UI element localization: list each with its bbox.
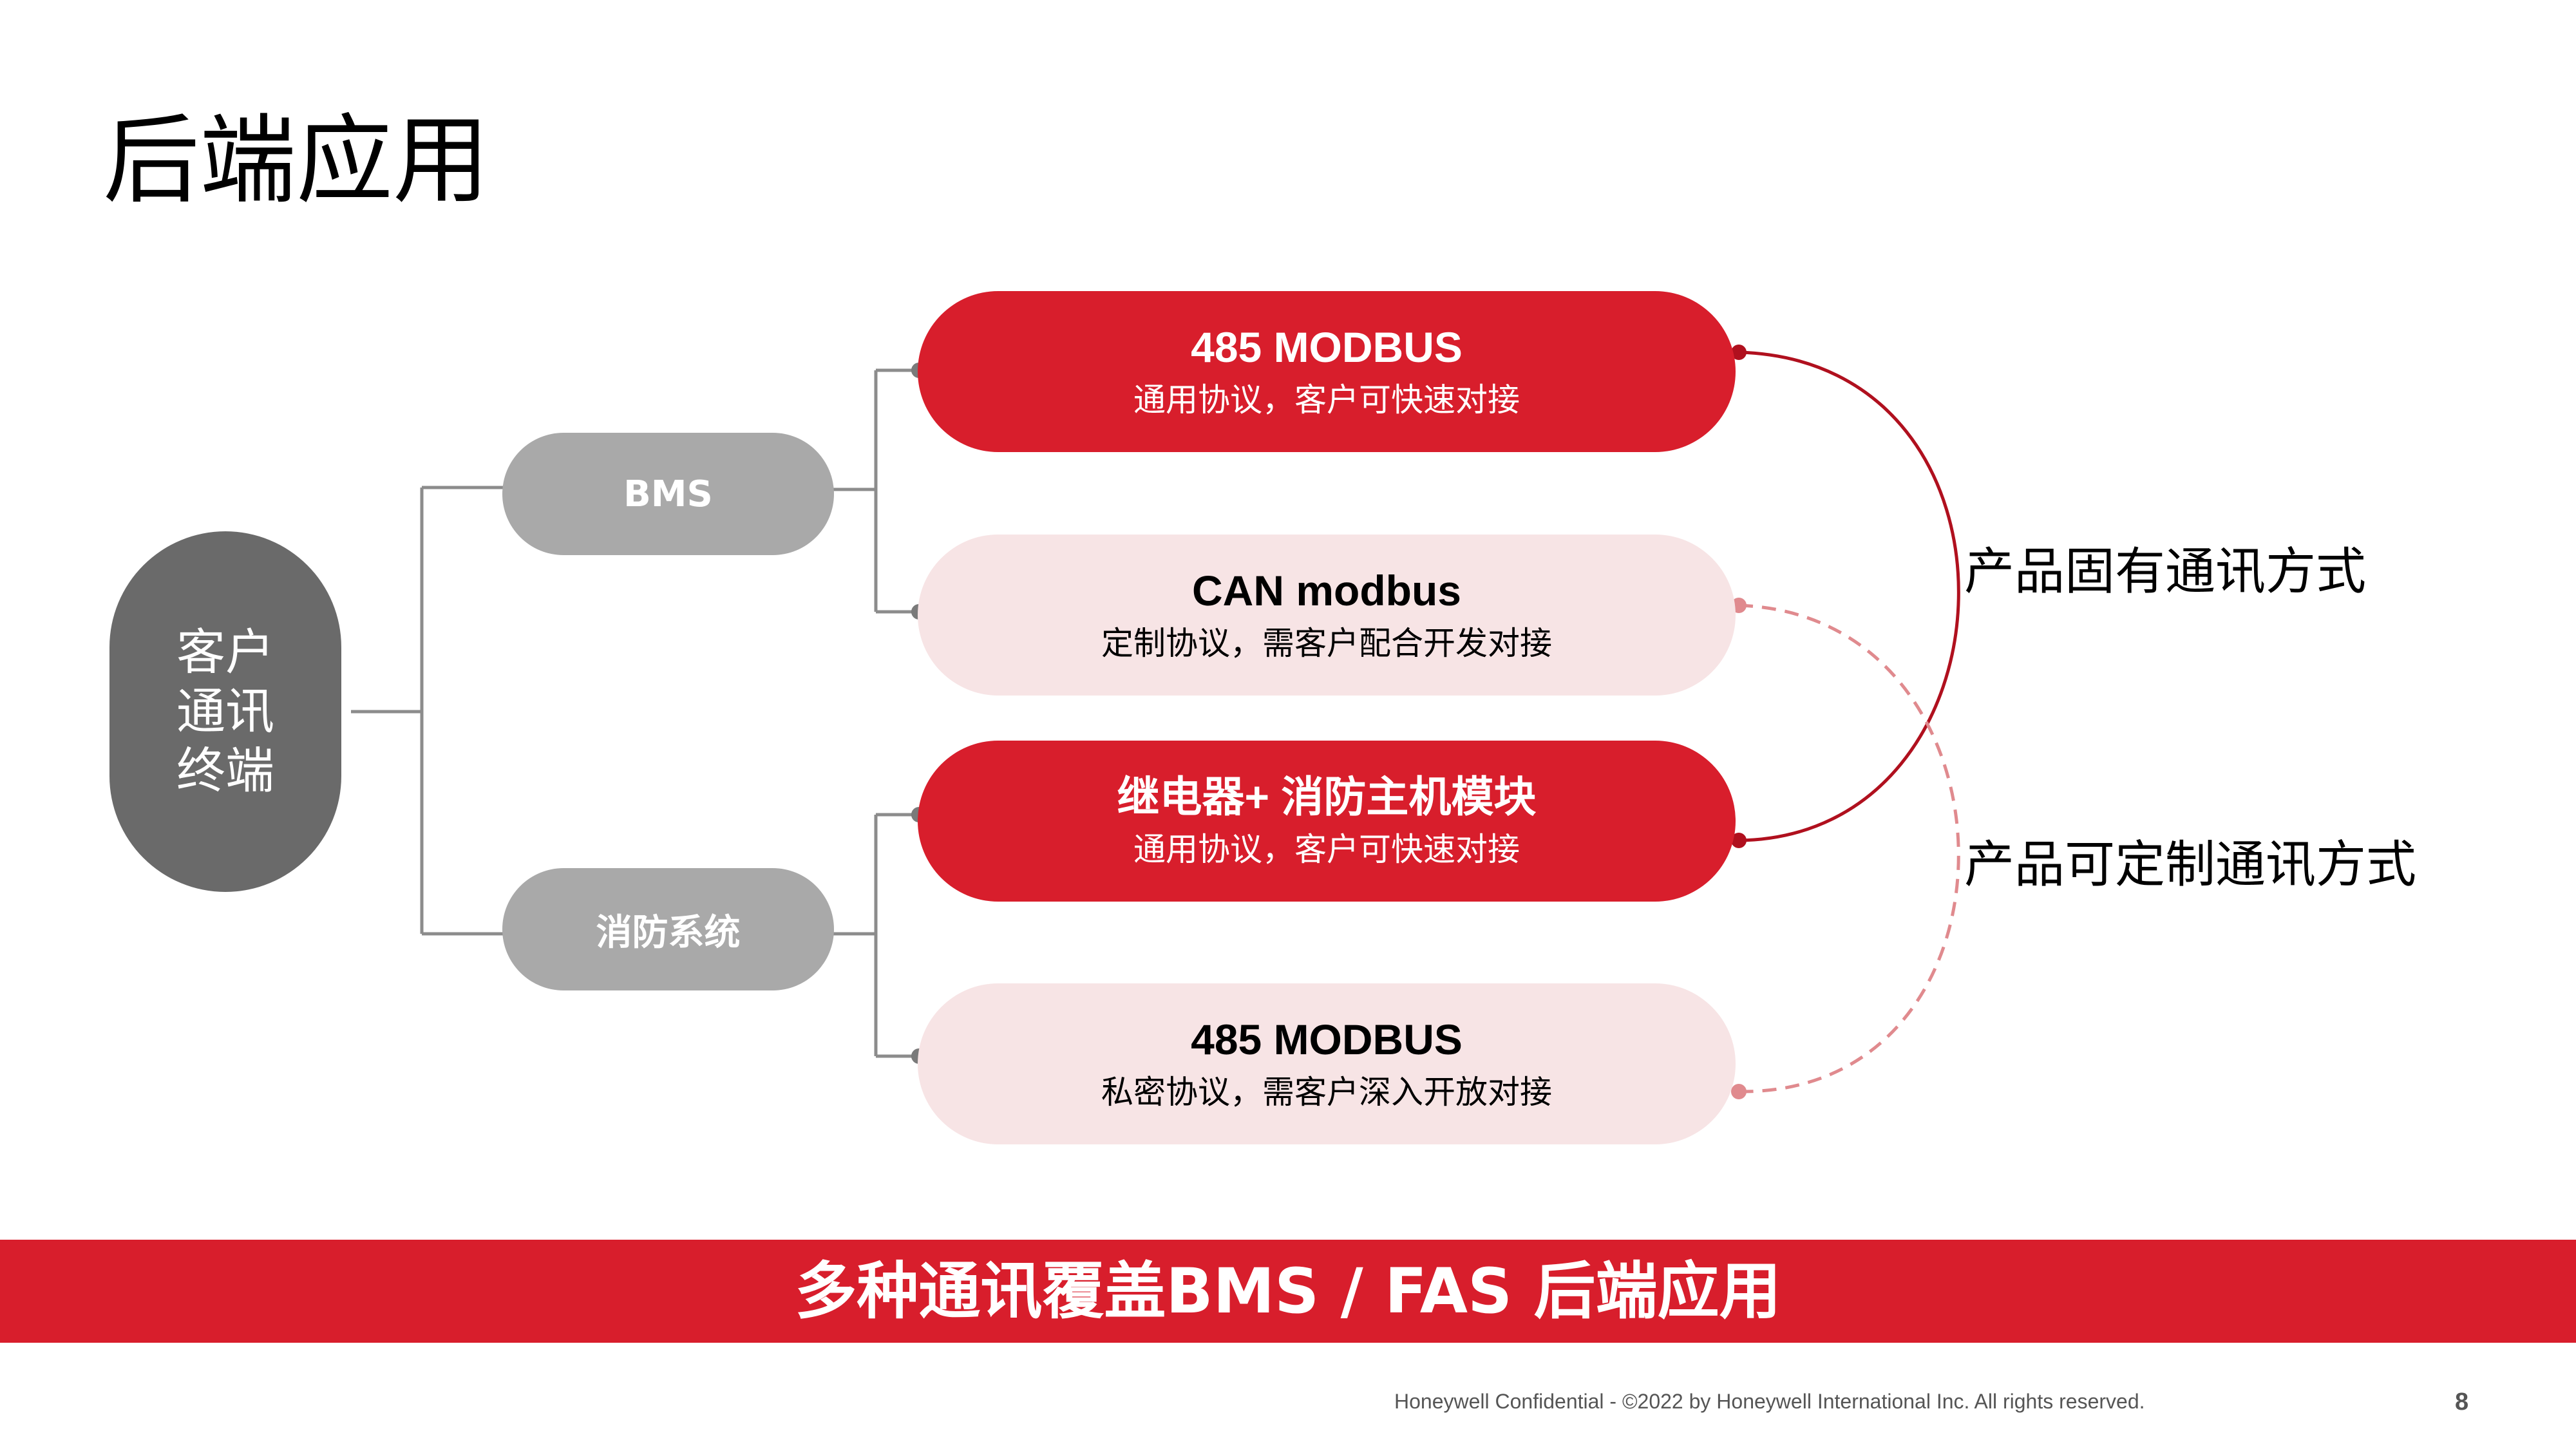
bms-to-nodes-line <box>831 368 918 614</box>
node-subtitle: 私密协议，需客户深入开放对接 <box>1101 1074 1552 1111</box>
footer-confidential: Honeywell Confidential - ©2022 by Honeyw… <box>1394 1390 2145 1413</box>
node-subtitle: 定制协议，需客户配合开发对接 <box>1101 625 1552 662</box>
custom-arc <box>1738 603 1960 1094</box>
fixed-arc-dot-bottom <box>1731 833 1747 848</box>
node-bms-can-modbus: CAN modbus 定制协议，需客户配合开发对接 <box>918 535 1736 696</box>
root-to-branches-line <box>351 486 506 936</box>
branch-fire-system-label: 消防系统 <box>596 911 741 954</box>
label-custom-communication: 产品可定制通讯方式 <box>1964 836 2417 894</box>
tree-dots <box>911 363 927 1064</box>
node-subtitle: 通用协议，客户可快速对接 <box>1133 381 1520 419</box>
summary-banner-text: 多种通讯覆盖BMS / FAS 后端应用 <box>795 1255 1781 1327</box>
branch-bms-label: BMS <box>623 473 713 515</box>
root-node-client-terminal: 客户 通讯 终端 <box>109 531 341 892</box>
page-title: 后端应用 <box>103 105 490 217</box>
node-title: 485 MODBUS <box>1191 323 1463 371</box>
tree-lines <box>351 368 918 1058</box>
node-bms-485-modbus: 485 MODBUS 通用协议，客户可快速对接 <box>918 291 1736 452</box>
label-fixed-communication: 产品固有通讯方式 <box>1964 543 2367 601</box>
node-title: 485 MODBUS <box>1191 1016 1463 1063</box>
node-title: 继电器+ 消防主机模块 <box>1117 773 1537 820</box>
fixed-arc <box>1738 350 1960 842</box>
root-node-label: 客户 通讯 终端 <box>176 623 274 799</box>
node-title: CAN modbus <box>1192 567 1461 614</box>
branch-bms: BMS <box>502 433 834 555</box>
page-number: 8 <box>2455 1388 2469 1416</box>
node-fire-relay-module: 继电器+ 消防主机模块 通用协议，客户可快速对接 <box>918 741 1736 902</box>
node-fire-485-modbus: 485 MODBUS 私密协议，需客户深入开放对接 <box>918 983 1736 1144</box>
fixed-arc-dot-top <box>1731 345 1747 360</box>
summary-banner: 多种通讯覆盖BMS / FAS 后端应用 <box>0 1240 2576 1343</box>
custom-arc-dot-bottom <box>1731 1084 1747 1099</box>
fire-to-nodes-line <box>831 813 918 1058</box>
node-subtitle: 通用协议，客户可快速对接 <box>1133 831 1520 868</box>
branch-fire-system: 消防系统 <box>502 868 834 990</box>
